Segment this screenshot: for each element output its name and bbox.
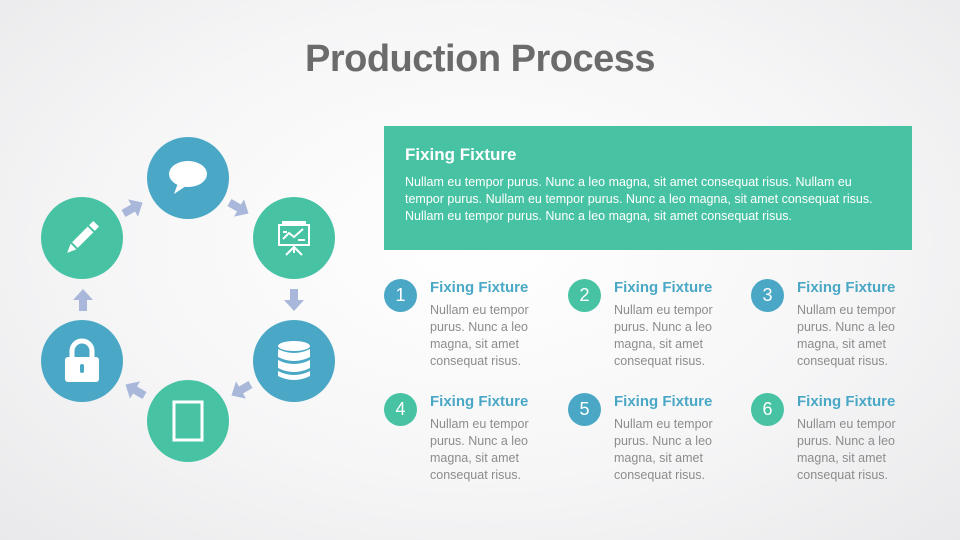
step-text: Nullam eu tempor purus. Nunc a leo magna… — [797, 303, 896, 368]
step-text: Nullam eu tempor purus. Nunc a leo magna… — [797, 417, 896, 482]
step-text: Nullam eu tempor purus. Nunc a leo magna… — [430, 417, 529, 482]
cycle-node-document — [147, 380, 229, 462]
step-title: Fixing Fixture — [614, 279, 713, 296]
step-item-2: 2 Fixing Fixture Nullam eu tempor purus.… — [568, 279, 738, 379]
database-icon — [278, 341, 310, 380]
step-number-badge: 1 — [384, 279, 417, 312]
cycle-node-presentation — [253, 197, 335, 279]
step-number-badge: 2 — [568, 279, 601, 312]
arrow-database-to-document-icon — [231, 381, 253, 399]
cycle-node-database — [253, 320, 335, 402]
step-item-1: 1 Fixing Fixture Nullam eu tempor purus.… — [384, 279, 554, 379]
step-item-6: 6 Fixing Fixture Nullam eu tempor purus.… — [751, 393, 921, 493]
step-text: Nullam eu tempor purus. Nunc a leo magna… — [614, 303, 713, 368]
arrow-document-to-lock-icon — [125, 381, 147, 399]
arrow-chat-to-presentation-icon — [227, 199, 249, 217]
step-item-3: 3 Fixing Fixture Nullam eu tempor purus.… — [751, 279, 921, 379]
cycle-node-pencil — [41, 197, 123, 279]
cycle-node-lock — [41, 320, 123, 402]
step-title: Fixing Fixture — [430, 393, 529, 410]
arrow-presentation-to-database-icon — [284, 289, 304, 311]
step-title: Fixing Fixture — [430, 279, 529, 296]
process-cycle-diagram — [0, 0, 360, 540]
cycle-node-chat — [147, 137, 229, 219]
step-item-4: 4 Fixing Fixture Nullam eu tempor purus.… — [384, 393, 554, 493]
pencil-icon — [67, 221, 99, 253]
step-text: Nullam eu tempor purus. Nunc a leo magna… — [614, 417, 713, 482]
step-title: Fixing Fixture — [797, 279, 896, 296]
step-number-badge: 3 — [751, 279, 784, 312]
arrow-pencil-to-chat-icon — [121, 199, 143, 217]
step-number-badge: 6 — [751, 393, 784, 426]
speech-bubble-icon — [169, 161, 207, 194]
arrow-lock-to-pencil-icon — [73, 289, 93, 311]
step-number-badge: 5 — [568, 393, 601, 426]
presentation-board-icon — [278, 221, 310, 256]
banner-title: Fixing Fixture — [405, 145, 517, 164]
slide-title: Production Process — [305, 38, 655, 80]
step-title: Fixing Fixture — [614, 393, 713, 410]
step-number-badge: 4 — [384, 393, 417, 426]
document-icon — [172, 400, 204, 442]
banner-text: Nullam eu tempor purus. Nunc a leo magna… — [405, 175, 873, 223]
step-item-5: 5 Fixing Fixture Nullam eu tempor purus.… — [568, 393, 738, 493]
padlock-icon — [65, 338, 99, 382]
step-title: Fixing Fixture — [797, 393, 896, 410]
highlight-banner: Fixing Fixture Nullam eu tempor purus. N… — [384, 126, 912, 250]
step-text: Nullam eu tempor purus. Nunc a leo magna… — [430, 303, 529, 368]
